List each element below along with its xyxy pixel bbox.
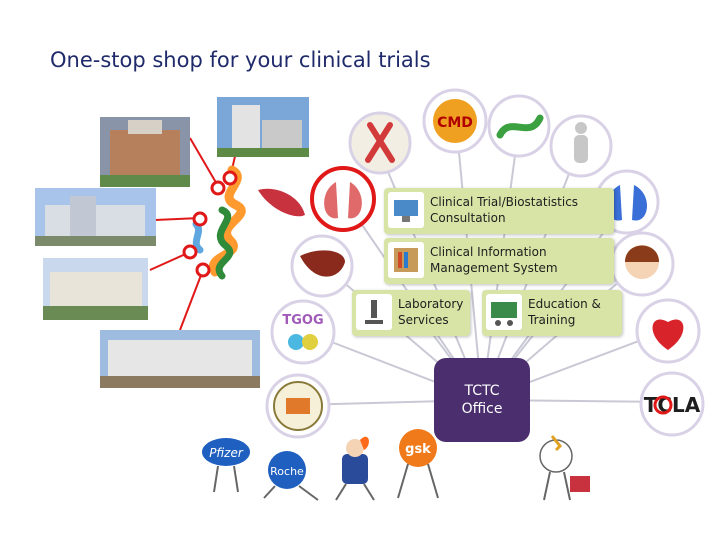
svg-text:gsk: gsk: [405, 442, 431, 457]
service-box-education: Education & Training: [482, 290, 622, 336]
link: [189, 137, 219, 187]
service-label-line2: Services: [398, 313, 449, 327]
hospital-building-5: [100, 330, 260, 388]
stomach-icon: [256, 172, 308, 224]
service-label-line1: Laboratory: [398, 297, 464, 311]
molecule-chain-icon: [182, 165, 246, 280]
page-title: One-stop shop for your clinical trials: [50, 48, 431, 72]
service-label: Laboratory Services: [398, 296, 463, 328]
gsk-mascot-icon: gsk: [397, 429, 439, 499]
heart-icon: [635, 298, 701, 364]
hospital-building-4: [43, 258, 148, 320]
computer-consultation-icon: [388, 192, 424, 228]
service-label: Clinical Information Management System: [430, 244, 558, 276]
liver-icon: [290, 234, 354, 298]
seal-logo-icon: [265, 373, 331, 439]
svg-text:CMD: CMD: [437, 115, 473, 131]
red-lungs-icon: [310, 166, 376, 232]
service-label-line2: Training: [528, 313, 576, 327]
svg-text:Pfizer: Pfizer: [209, 446, 244, 460]
tgog-logo-icon: TGOG: [270, 299, 336, 365]
pfizer-mascot-icon: Pfizer: [202, 438, 250, 493]
service-label-line1: Education &: [528, 297, 601, 311]
hospital-building-3: [35, 188, 156, 246]
service-label-line1: Clinical Information: [430, 245, 547, 259]
service-box-information: Clinical Information Management System: [384, 238, 614, 284]
svg-text:TGOG: TGOG: [282, 313, 323, 328]
microscope-icon: [356, 294, 392, 330]
svg-text:Roche: Roche: [270, 465, 304, 478]
classroom-icon: [486, 294, 522, 330]
service-label: Education & Training: [528, 296, 601, 328]
tcla-logo-icon: TCLA: [639, 371, 705, 437]
briefcase-mascot-icon: [539, 435, 590, 501]
service-label-line2: Consultation: [430, 211, 506, 225]
service-label-line1: Clinical Trial/Biostatistics: [430, 195, 579, 209]
link: [154, 217, 201, 221]
cmd-logo-icon: CMD: [422, 88, 488, 154]
service-box-laboratory: Laboratory Services: [352, 290, 470, 336]
office-label-line2: Office: [461, 401, 503, 417]
bacteria-icon: [487, 94, 551, 158]
ribbon-icon: [348, 111, 412, 175]
link: [179, 269, 204, 331]
service-label: Clinical Trial/Biostatistics Consultatio…: [430, 194, 578, 226]
hospital-building-1: [100, 117, 190, 187]
service-label-line2: Management System: [430, 261, 558, 275]
runner-mascot-icon: [335, 436, 375, 501]
doctor-icon: [609, 231, 675, 297]
bookshelf-icon: [388, 242, 424, 278]
human-body-icon: [549, 114, 613, 178]
service-box-consultation: Clinical Trial/Biostatistics Consultatio…: [384, 188, 614, 234]
tctc-office-box: TCTC Office: [434, 358, 530, 442]
office-label-line1: TCTC: [464, 383, 500, 399]
hospital-building-2: [217, 97, 309, 157]
roche-mascot-icon: Roche: [263, 451, 319, 501]
